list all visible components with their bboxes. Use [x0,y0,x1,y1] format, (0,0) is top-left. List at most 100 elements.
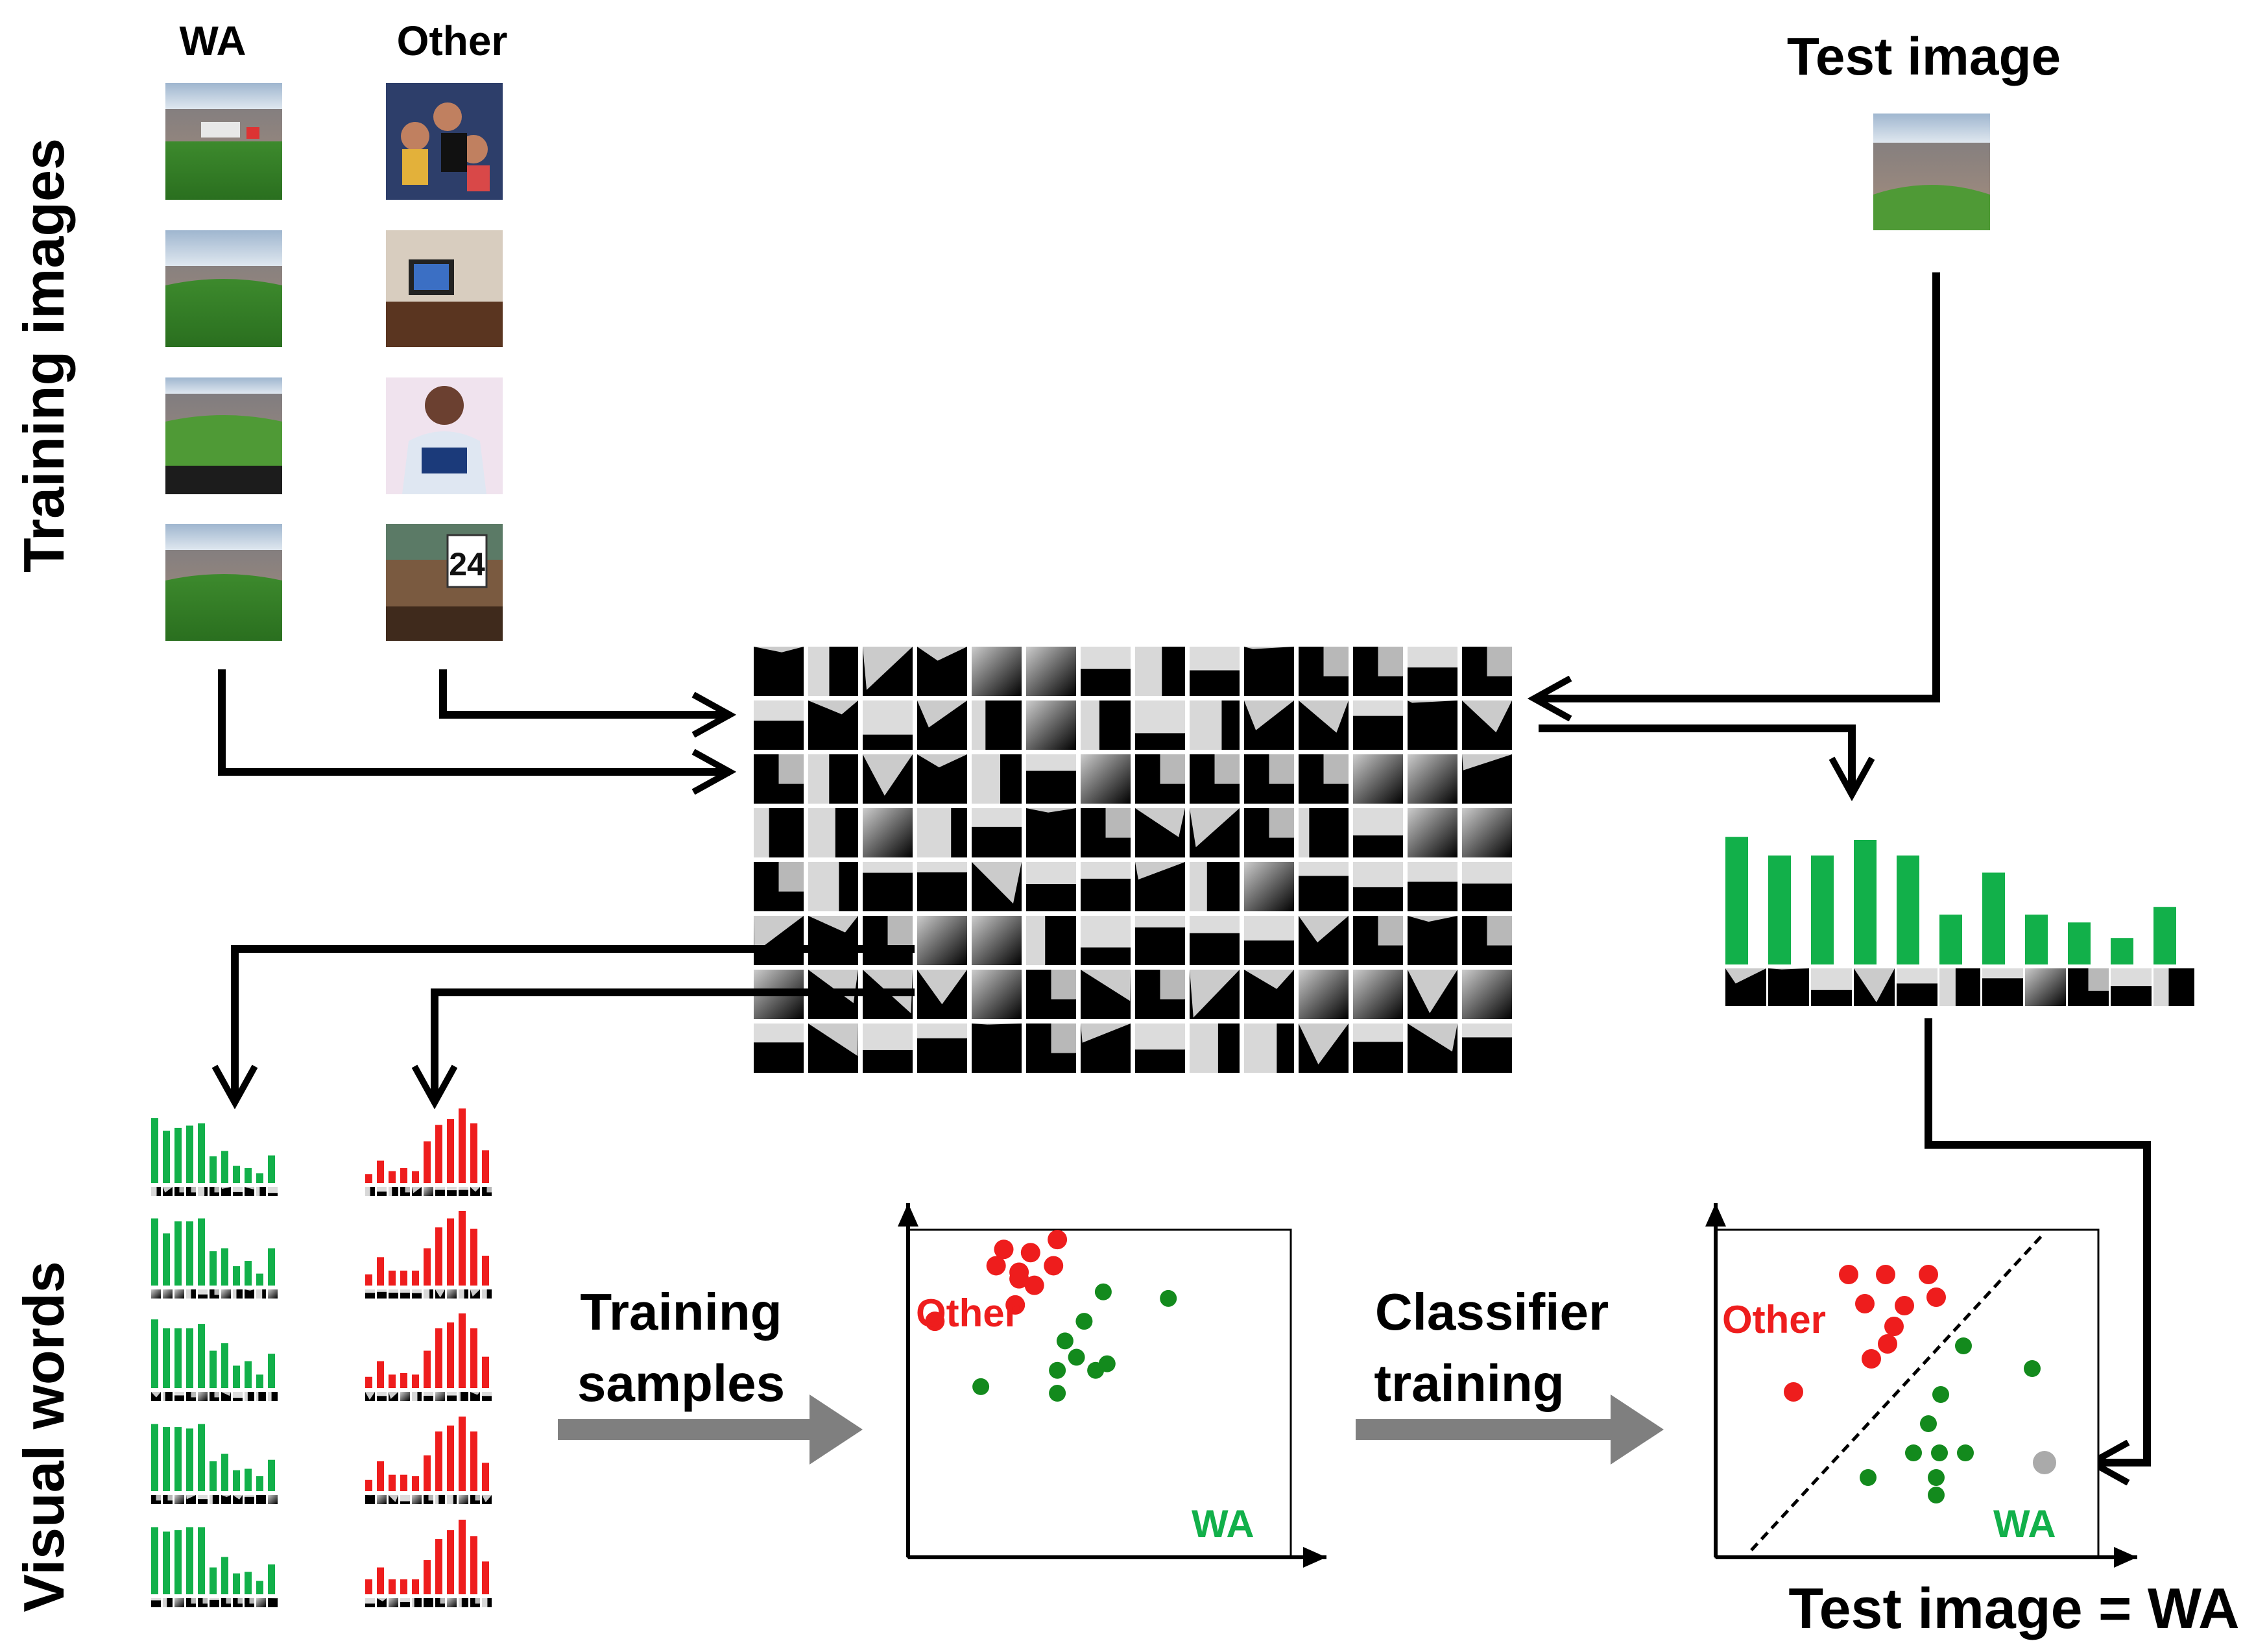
histogram-word-patch [377,1598,387,1607]
histogram-word-patch [2025,968,2066,1006]
dictionary-patch-r2-c11 [1299,700,1349,750]
histogram-word-patch [186,1392,196,1401]
histogram-word-patch [400,1495,410,1504]
histogram-word-patch [268,1598,278,1607]
histogram-word-patch [447,1598,457,1607]
histogram-word-patch [424,1187,433,1196]
histogram-word-patch [198,1289,208,1299]
dictionary-patch-r1-c8 [1135,647,1185,696]
scatter-point [1878,1334,1897,1354]
histogram-bar [447,1425,454,1491]
dictionary-patch-r4-c2 [808,808,858,857]
dictionary-patch-r1-c6 [1026,647,1076,696]
histogram-bar [482,1150,489,1183]
histogram-bar [233,1266,240,1286]
dictionary-patch-r3-c5 [972,754,1022,804]
histogram-bar [400,1474,407,1491]
histogram-bar [210,1251,217,1286]
histogram-word-patch [151,1187,161,1196]
histogram-bar [268,1248,275,1286]
histogram-word-patch [2068,968,2109,1006]
dictionary-patch-r6-c3 [863,916,913,965]
dictionary-patch-r1-c1 [754,647,804,696]
other-histogram-4 [365,1417,492,1504]
scatter-point [1048,1230,1068,1250]
histogram-bar [412,1171,419,1183]
dictionary-patch-r4-c9 [1190,808,1240,857]
histogram-bar [482,1256,489,1286]
histogram-bar [233,1166,240,1183]
dictionary-patch-r2-c9 [1190,700,1240,750]
histogram-word-patch [1854,968,1895,1006]
dictionary-patch-r4-c12 [1353,808,1403,857]
histogram-word-patch [256,1289,266,1299]
dictionary-patch-r6-c9 [1190,916,1240,965]
histogram-word-patch [412,1495,422,1504]
histogram-word-patch [1725,968,1766,1006]
histogram-word-patch [186,1289,196,1299]
dictionary-patch-r2-c13 [1408,700,1457,750]
histogram-word-patch [233,1598,243,1607]
histogram-bar [377,1567,384,1594]
histogram-bar [1768,856,1791,964]
dictionary-patch-r4-c13 [1408,808,1457,857]
dictionary-patch-r3-c6 [1026,754,1076,804]
histogram-bar [245,1361,252,1388]
histogram-word-patch [365,1598,375,1607]
histogram-bar [210,1350,217,1388]
histogram-word-patch [470,1289,480,1299]
dictionary-patch-r7-c12 [1353,970,1403,1019]
dictionary-patch-r6-c12 [1353,916,1403,965]
classifier-plot: Other WA [1705,1203,2137,1568]
wa-training-image-3 [165,377,282,494]
scatter-point [1920,1415,1937,1432]
histogram-word-patch [174,1495,184,1504]
histogram-bar [400,1579,407,1594]
wa-histogram-1 [151,1118,278,1196]
histogram-word-patch [459,1598,468,1607]
dictionary-patch-r7-c7 [1081,970,1131,1019]
histogram-word-patch [151,1392,161,1401]
histogram-bar [389,1579,396,1594]
histogram-bar [268,1354,275,1388]
histogram-bar [447,1218,454,1286]
histogram-bar [174,1427,182,1491]
histogram-bar [1725,837,1748,964]
histogram-bar [435,1431,442,1491]
histogram-bar [198,1424,205,1491]
histogram-bar [447,1322,454,1388]
histogram-bar [1854,840,1877,964]
histogram-word-patch [424,1598,433,1607]
histogram-bar [163,1427,170,1491]
histogram-bar [424,1560,431,1594]
histogram-word-patch [163,1187,173,1196]
gray-arrow-training-samples [558,1395,863,1465]
dictionary-patch-r8-c4 [917,1024,967,1073]
histogram-word-patch [256,1495,266,1504]
dictionary-patch-r3-c12 [1353,754,1403,804]
scatter-point [1005,1295,1026,1315]
other-training-image-4: 24 [386,524,503,641]
dictionary-patch-r1-c7 [1081,647,1131,696]
scatter-point [1049,1385,1066,1402]
histogram-word-patch [256,1598,266,1607]
scatter-point [1932,1386,1949,1403]
histogram-bar [365,1274,372,1286]
histogram-bar [174,1221,182,1286]
histogram-bar [389,1474,396,1491]
histogram-word-patch [1982,968,2023,1006]
histogram-word-patch [412,1392,422,1401]
histogram-word-patch [163,1495,173,1504]
dictionary-patch-r8-c13 [1408,1024,1457,1073]
histogram-bar [424,1455,431,1491]
dictionary-patch-r4-c3 [863,808,913,857]
classifier-training-label: Classifier [1375,1283,1609,1341]
histogram-bar [151,1527,158,1594]
histogram-word-patch [245,1392,254,1401]
histogram-word-patch [412,1598,422,1607]
arrow-dictionary-to-other-histograms [435,988,915,1103]
dictionary-patch-r5-c2 [808,862,858,911]
dictionary-patch-r7-c10 [1244,970,1294,1019]
histogram-word-patch [268,1289,278,1299]
histogram-bar [174,1328,182,1388]
